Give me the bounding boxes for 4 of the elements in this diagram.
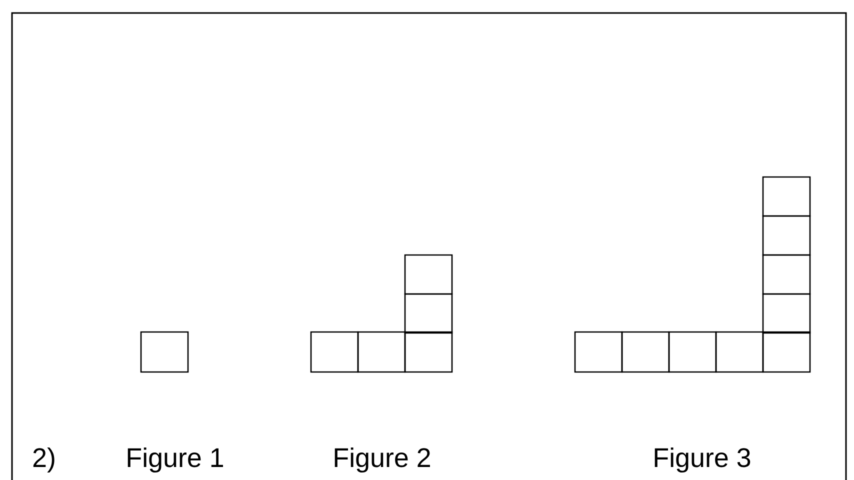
figure-label: Figure 1: [128, 447, 223, 473]
figure-label: Figure 3: [654, 447, 750, 473]
figure-label: 2): [33, 447, 54, 473]
figure-label: Figure 2: [334, 447, 430, 473]
